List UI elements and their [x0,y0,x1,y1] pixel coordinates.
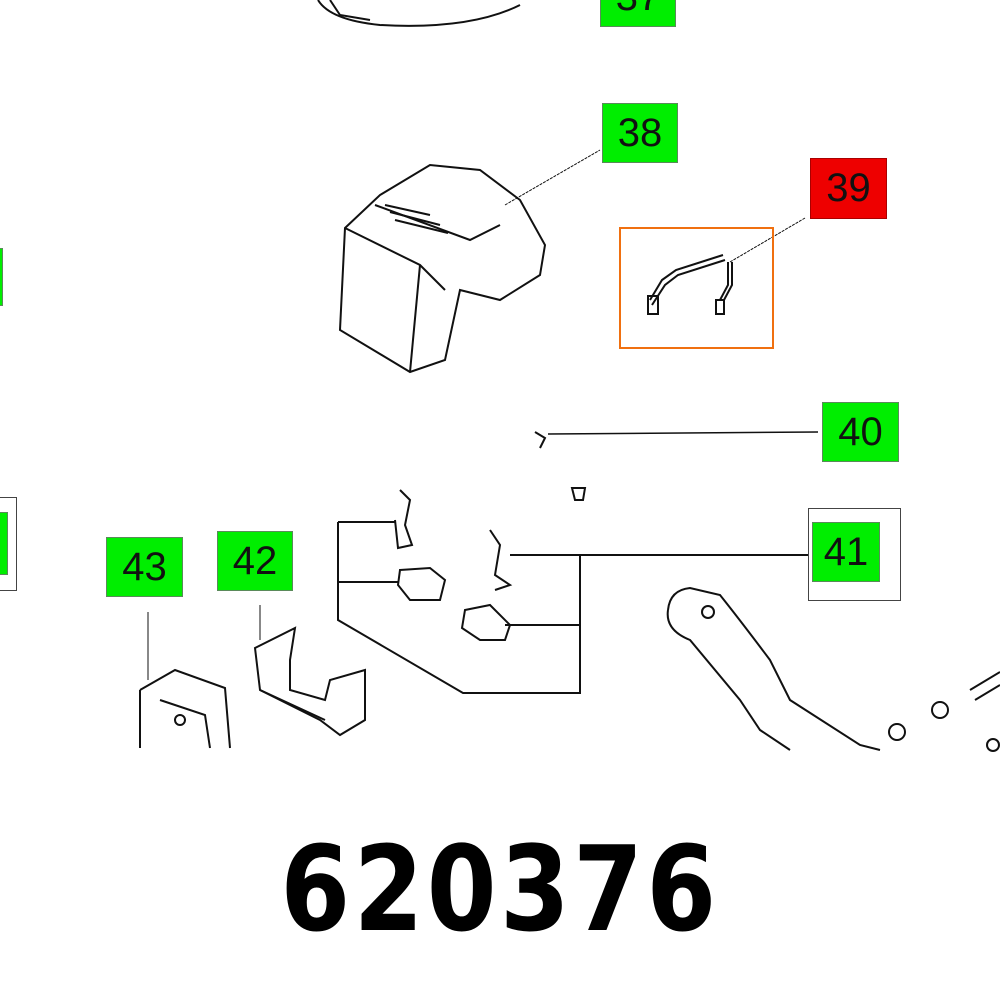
callout-partial-left-frame [0,497,17,591]
callout-37[interactable]: 37 [600,0,676,27]
callout-number: 39 [826,166,871,210]
callout-38[interactable]: 38 [602,103,678,163]
selected-part-box [619,227,774,349]
armature-shaft [666,586,1000,752]
part-37-cover [317,0,521,27]
callout-partial-left-lower [0,512,8,575]
part-38-cover [338,149,601,374]
callout-number: 37 [616,0,661,20]
part-42-housing-cap [253,605,366,737]
callout-number: 38 [617,110,663,155]
part-39-carbon-brushes [647,217,806,315]
callout-number: 43 [122,544,167,589]
callout-42[interactable]: 42 [217,531,293,591]
callout-number: 41 [823,529,869,574]
callout-partial-left-upper [0,248,3,306]
callout-43[interactable]: 43 [106,537,183,597]
part-number: 620376 [280,820,720,958]
part-41-brush-holders [337,489,808,694]
callout-41-frame [808,508,901,601]
callout-40[interactable]: 40 [822,402,899,462]
callout-41[interactable]: 41 [812,522,880,582]
part-43-switch [139,612,231,749]
part-40-screw [534,431,819,501]
callout-number: 42 [232,538,278,583]
callout-39-highlighted[interactable]: 39 [810,158,887,219]
callout-number: 40 [838,409,883,454]
